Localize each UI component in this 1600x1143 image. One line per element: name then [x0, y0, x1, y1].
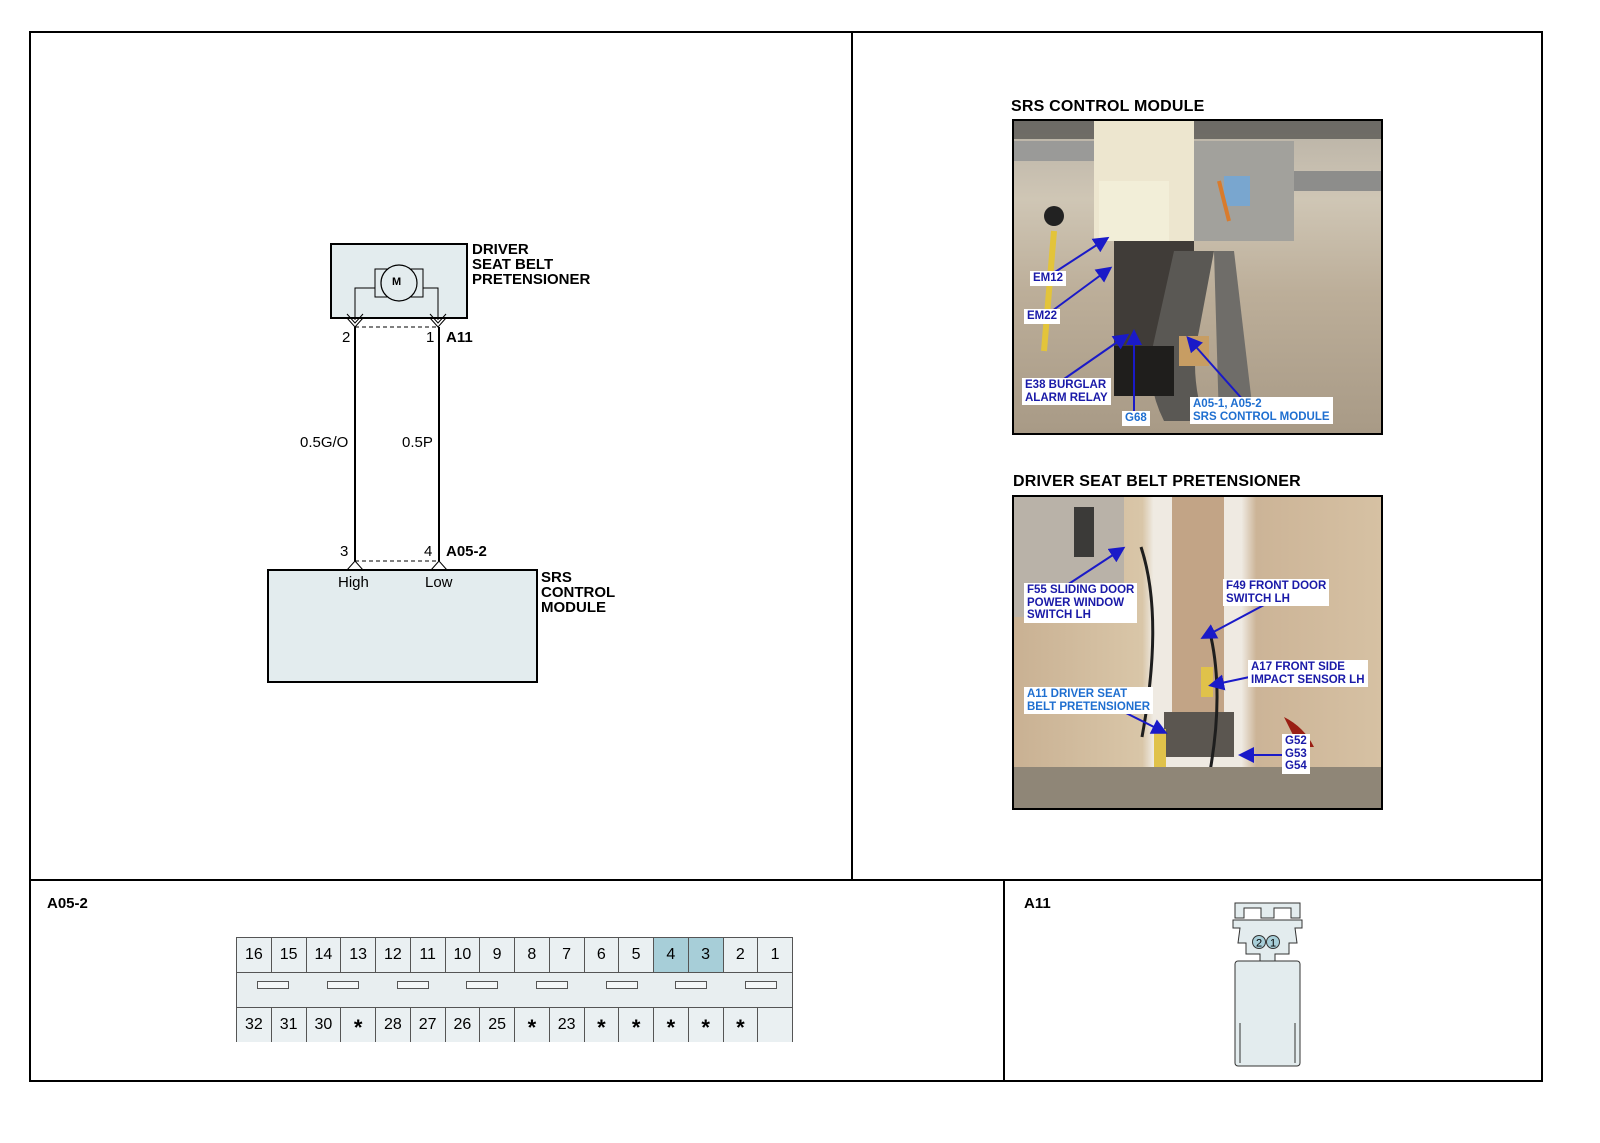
a05-2-pin-cell: 26: [445, 1008, 481, 1042]
motor-symbol-label: M: [392, 276, 402, 288]
a05-2-unused-pin-cell: *: [654, 1008, 689, 1042]
a05-2-pin-cell: 3: [688, 938, 724, 972]
pin-label-a11-1: 1: [426, 329, 435, 346]
terminal-a05-2-4-icon: [430, 560, 448, 571]
a11-pin-2-label: 2: [1256, 938, 1262, 950]
connector-title-a05-2: A05-2: [47, 895, 88, 912]
photo-pretensioner: F55 SLIDING DOOR POWER WINDOW SWITCH LH …: [1012, 495, 1383, 810]
a05-2-pin-cell: 25: [480, 1008, 515, 1042]
connector-title-a11: A11: [1024, 895, 1051, 912]
callout-em22: EM22: [1024, 309, 1061, 324]
connector-latch-slot: [535, 981, 568, 989]
photo-srs-module-arrows: [1051, 236, 1245, 411]
srs-module-label-line2: CONTROL: [541, 584, 616, 601]
callout-em12: EM12: [1030, 271, 1067, 286]
connector-a05-2-latch-row: [237, 972, 792, 1008]
a05-2-pin-cell: 15: [271, 938, 307, 972]
photo-srs-module-scene: [1014, 121, 1381, 421]
divider-vertical-bottom: [1003, 879, 1005, 1082]
connector-latch-slot: [605, 981, 638, 989]
diagram-frame: [29, 31, 1543, 1082]
divider-horizontal: [29, 879, 1543, 881]
a05-2-pin-cell: 1: [758, 938, 792, 972]
a11-pin-2: 2: [1252, 935, 1266, 950]
pin-label-a05-2-4: 4: [424, 543, 433, 560]
callout-a11-driver-seat-belt-pretensioner: A11 DRIVER SEAT BELT PRETENSIONER: [1024, 687, 1154, 714]
pin-function-low: Low: [425, 574, 453, 591]
a05-2-unused-pin-cell: *: [341, 1008, 376, 1042]
a05-2-pin-cell: 8: [515, 938, 550, 972]
callout-f49-front-door-switch: F49 FRONT DOOR SWITCH LH: [1223, 579, 1330, 606]
wire-label-p: 0.5P: [402, 434, 433, 451]
connector-latch-slot: [396, 981, 429, 989]
a05-2-pin-cell: 12: [376, 938, 411, 972]
a05-2-pin-cell: 10: [445, 938, 481, 972]
connector-latch-slot: [466, 981, 499, 989]
a05-2-pin-cell: 14: [306, 938, 342, 972]
a05-2-pin-cell: 11: [410, 938, 446, 972]
connector-id-a05-2: A05-2: [446, 543, 487, 560]
a05-2-pin-cell: 23: [549, 1008, 585, 1042]
srs-module-label: SRS CONTROL MODULE: [541, 570, 615, 615]
a05-2-unused-pin-cell: *: [688, 1008, 724, 1042]
a05-2-pin-cell: 32: [237, 1008, 272, 1042]
a05-2-pin-cell: 5: [619, 938, 654, 972]
a05-2-pin-cell: 6: [584, 938, 620, 972]
callout-g68: G68: [1122, 411, 1150, 426]
a05-2-unused-pin-cell: *: [619, 1008, 654, 1042]
callout-f55-sliding-door-power-window-switch: F55 SLIDING DOOR POWER WINDOW SWITCH LH: [1024, 583, 1138, 623]
photo-title-srs-module: SRS CONTROL MODULE: [1011, 98, 1205, 115]
callout-a17-front-side-impact-sensor: A17 FRONT SIDE IMPACT SENSOR LH: [1248, 660, 1368, 687]
a05-2-pin-cell: 30: [306, 1008, 342, 1042]
a05-2-pin-cell: [758, 1008, 792, 1042]
wiring-schematic: [267, 243, 538, 683]
pin-label-a05-2-3: 3: [340, 543, 349, 560]
connector-id-a11: A11: [446, 329, 473, 346]
a05-2-pin-cell: 13: [341, 938, 376, 972]
pin-label-a11-2: 2: [342, 329, 351, 346]
a05-2-unused-pin-cell: *: [723, 1008, 759, 1042]
a05-2-pin-cell: 7: [549, 938, 585, 972]
srs-module-box: [267, 569, 538, 683]
photo-srs-module: EM12 EM22 E38 BURGLAR ALARM RELAY G68 A0…: [1012, 119, 1383, 435]
connector-latch-slot: [327, 981, 360, 989]
a05-2-pin-cell: 16: [237, 938, 272, 972]
photo-pretensioner-arrows: [1063, 546, 1282, 763]
a11-pin-1: 1: [1266, 935, 1280, 950]
callout-a05-srs-control-module: A05-1, A05-2 SRS CONTROL MODULE: [1190, 397, 1333, 424]
photo-pretensioner-scene: [1014, 497, 1381, 808]
connector-latch-slot: [744, 981, 777, 989]
pretensioner-label-line2: SEAT BELT: [472, 256, 554, 273]
a05-2-pin-cell: 9: [480, 938, 515, 972]
photo-title-pretensioner: DRIVER SEAT BELT PRETENSIONER: [1013, 473, 1301, 490]
a05-2-pin-cell: 27: [410, 1008, 446, 1042]
a05-2-pin-cell: 4: [654, 938, 689, 972]
connector-latch-slot: [257, 981, 290, 989]
pretensioner-label: DRIVER SEAT BELT PRETENSIONER: [472, 242, 590, 287]
a05-2-pin-cell: 2: [723, 938, 759, 972]
callout-e38-burglar-alarm-relay: E38 BURGLAR ALARM RELAY: [1022, 378, 1111, 405]
srs-module-label-line3: MODULE: [541, 599, 606, 616]
pin-function-high: High: [338, 574, 369, 591]
divider-vertical-top: [851, 31, 853, 881]
connector-latch-slot: [675, 981, 708, 989]
a05-2-unused-pin-cell: *: [515, 1008, 550, 1042]
pretensioner-label-line1: DRIVER: [472, 241, 529, 258]
wire-label-g-o: 0.5G/O: [300, 434, 349, 451]
a05-2-unused-pin-cell: *: [584, 1008, 620, 1042]
a05-2-pin-cell: 31: [271, 1008, 307, 1042]
connector-face-a11: 2 1: [1232, 902, 1303, 1067]
srs-module-label-line1: SRS: [541, 569, 572, 586]
a11-pin-1-label: 1: [1270, 938, 1276, 950]
terminal-a05-2-3-icon: [346, 560, 364, 571]
callout-g52-g53-g54: G52 G53 G54: [1282, 734, 1310, 774]
a05-2-pin-cell: 28: [376, 1008, 411, 1042]
motor-icon: [354, 264, 439, 320]
pretensioner-label-line3: PRETENSIONER: [472, 271, 591, 288]
